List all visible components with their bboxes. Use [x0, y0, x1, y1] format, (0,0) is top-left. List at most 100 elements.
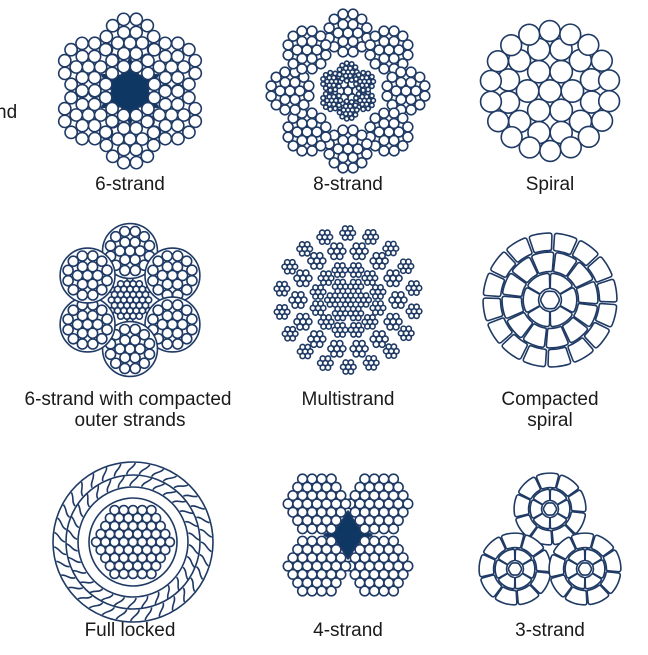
strand-wire [291, 44, 303, 56]
strand-wire [75, 118, 90, 133]
strand-wire [282, 121, 294, 133]
strand-wire [147, 313, 159, 326]
z-wire-seam [154, 591, 160, 606]
z-wire-seam [188, 532, 201, 542]
strand-wire [336, 252, 344, 261]
strand-wire [378, 340, 386, 349]
strand-wire [381, 80, 393, 92]
core-strand-wire [332, 105, 339, 112]
strand-wire [392, 323, 400, 331]
strand-wire [332, 143, 344, 155]
strand-wire [500, 532, 525, 550]
core-strand-wire [348, 115, 355, 122]
core-strand-wire [368, 83, 375, 90]
strand-wire [302, 279, 310, 288]
z-wire-seam [179, 510, 194, 515]
strand-wire [392, 543, 404, 556]
strand-wire [294, 85, 306, 97]
strand-wire [129, 155, 144, 170]
core-strand-wire [327, 69, 334, 76]
core-strand-wire [335, 92, 342, 99]
strand-wire [114, 245, 126, 257]
strand-wire [118, 225, 131, 238]
strand-wire [67, 283, 80, 296]
rope-4-strand [282, 473, 414, 597]
strand-wire [315, 58, 327, 70]
strand-wire [96, 283, 108, 296]
core-strand-wire [335, 102, 342, 109]
strand-wire [377, 300, 384, 307]
core-strand-wire [348, 99, 355, 106]
strand-wire [87, 131, 102, 146]
strand-wire [86, 338, 99, 350]
strand-wire [535, 472, 560, 490]
strand-wire [356, 129, 368, 141]
strand-wire [402, 39, 414, 51]
z-wire-seam [144, 607, 153, 621]
strand-wire [140, 114, 155, 129]
strand-wire [361, 22, 373, 34]
spiral-wire [547, 346, 572, 368]
rope-6-strand [57, 12, 203, 170]
spiral-wire [577, 33, 600, 57]
z-wire-seam [70, 515, 80, 529]
rope-full-locked [52, 461, 214, 623]
strand-wire [306, 145, 318, 157]
spiral-wire [552, 232, 578, 256]
strand-wire [109, 357, 122, 370]
strand-wire [67, 304, 80, 317]
core-strand-wire [353, 80, 360, 87]
z-wire-seam [171, 596, 176, 611]
strand-wire [147, 77, 162, 92]
spiral-wire [539, 139, 562, 163]
core-strand-wire [327, 106, 334, 113]
strand-wire [325, 523, 337, 535]
strand-wire [328, 157, 340, 169]
strand-wire [352, 143, 364, 155]
strand-wire [270, 99, 282, 111]
core-wire [164, 536, 176, 548]
strand-wire [296, 585, 309, 597]
strand-wire [87, 49, 102, 64]
strand-wire [369, 229, 377, 236]
core-strand-wire [370, 78, 377, 85]
strand-wire [482, 536, 507, 560]
strand-wire [129, 46, 144, 61]
strand-wire [161, 260, 174, 273]
strand-wire [156, 269, 169, 282]
z-wire-seam [70, 492, 76, 507]
strand-wire [315, 30, 327, 42]
strand-wire [152, 304, 164, 317]
strand-wire [180, 332, 193, 345]
strand-wire [188, 114, 203, 129]
strand-wire [105, 53, 119, 68]
strand-wire [358, 242, 366, 250]
z-wire-seam [162, 490, 178, 496]
strand-wire [158, 118, 173, 133]
strand-wire [188, 101, 203, 116]
strand-wire [378, 145, 390, 157]
strand-wire [161, 299, 174, 311]
strand-wire [330, 514, 342, 527]
z-wire-seam [56, 560, 70, 568]
strand-wire [373, 126, 385, 138]
strand-wire [158, 84, 173, 99]
strand-wire [135, 36, 150, 50]
strand-wire [129, 351, 141, 364]
strand-wire [402, 560, 414, 572]
core-strand-wire [343, 115, 350, 122]
strand-wire [279, 66, 291, 78]
strand-wire [515, 514, 538, 538]
spiral-wire [594, 302, 618, 328]
strand-wire [392, 269, 400, 277]
z-wire-seam [150, 468, 165, 478]
strand-wire [129, 108, 144, 123]
strand-wire [369, 270, 376, 277]
strand-wire [390, 343, 398, 351]
core-strand-wire [339, 113, 346, 120]
strand-wire [129, 25, 144, 40]
z-wire-seam [53, 546, 67, 556]
strand-wire [64, 125, 79, 140]
core-strand-wire [348, 60, 355, 67]
strand-wire [413, 303, 421, 311]
